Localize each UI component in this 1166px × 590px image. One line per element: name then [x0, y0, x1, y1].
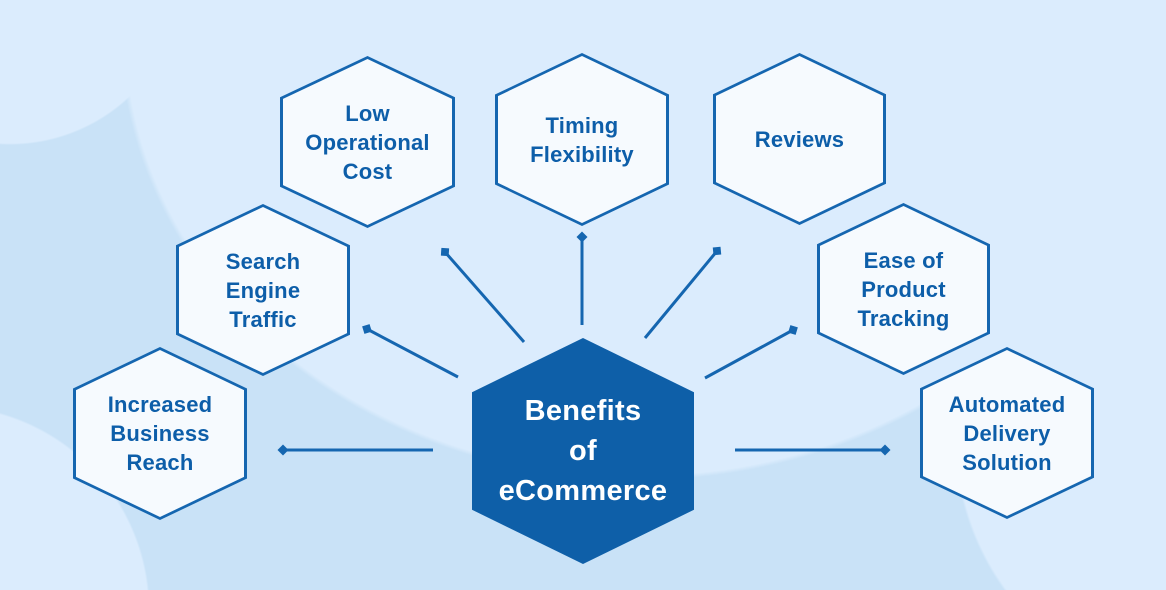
connector-low-operational-cost: [440, 247, 526, 343]
label-line: Traffic: [229, 306, 297, 332]
center-label-line: eCommerce: [498, 475, 668, 507]
hex-node-ease-of-product-tracking: Ease of Product Tracking: [817, 203, 990, 375]
label-line: Reach: [126, 450, 194, 475]
label-line: Solution: [962, 449, 1052, 475]
connector-ease-of-product-tracking: [704, 325, 798, 380]
label-line: Reviews: [754, 126, 845, 152]
hex-node-low-operational-cost: Low Operational Cost: [280, 56, 455, 228]
hex-node-automated-delivery-solution: Automated Delivery Solution: [920, 347, 1094, 519]
hex-node-label: Ease of Product Tracking: [820, 206, 987, 372]
hex-node-label: Reviews: [716, 56, 883, 222]
label-line: Engine: [225, 277, 301, 303]
label-line: Automated: [948, 391, 1066, 417]
hex-node-label: Low Operational Cost: [283, 59, 452, 225]
hex-node-reviews: Reviews: [713, 53, 886, 225]
label-line: Timing: [545, 112, 619, 138]
hex-node-label: Search Engine Traffic: [179, 207, 347, 373]
hex-node-increased-business-reach: Increased Business Reach: [73, 347, 247, 520]
hex-node-timing-flexibility: Timing Flexibility: [495, 53, 669, 226]
label-line: Flexibility: [530, 141, 634, 167]
hex-node-label: Increased Business Reach: [76, 350, 244, 517]
label-line: Search: [225, 248, 301, 274]
label-line: Ease of: [863, 247, 944, 273]
center-label-line: Benefits: [524, 395, 642, 427]
label-line: Cost: [342, 158, 393, 184]
label-line: Product: [861, 276, 946, 302]
connector-search-engine-traffic: [362, 324, 459, 379]
center-label-line: of: [569, 435, 597, 467]
hex-node-search-engine-traffic: Search Engine Traffic: [176, 204, 350, 376]
hex-node-label: Timing Flexibility: [498, 56, 666, 223]
label-line: Delivery: [963, 420, 1051, 446]
label-line: Business: [110, 421, 210, 446]
connector-reviews: [643, 246, 722, 339]
label-line: Low: [345, 100, 390, 126]
label-line: Tracking: [857, 305, 950, 331]
label-line: Increased: [107, 392, 213, 417]
hex-node-label: Automated Delivery Solution: [923, 350, 1091, 516]
hex-node-benefits-of-ecommerce: Benefits of eCommerce: [472, 338, 694, 564]
label-line: Operational: [305, 129, 430, 155]
